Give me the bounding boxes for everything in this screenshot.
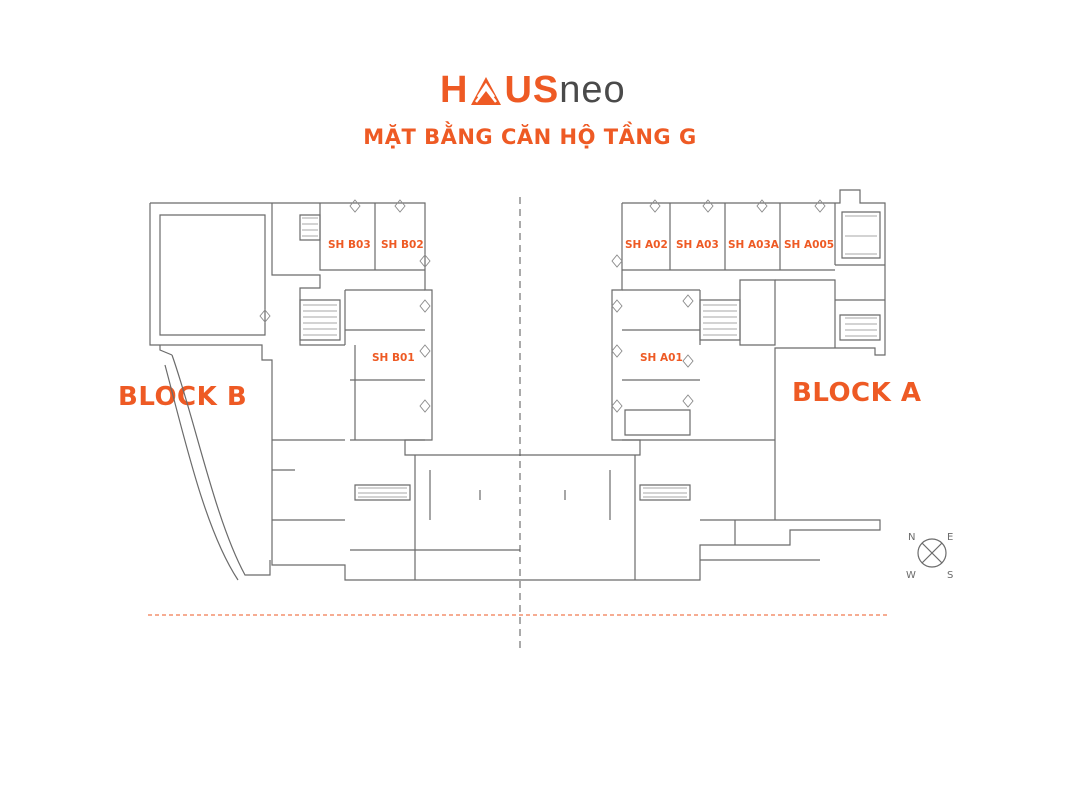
logo-letters-us: US [504, 69, 560, 111]
compass-south: S [947, 570, 953, 581]
unit-label-a03: SH A03 [676, 239, 719, 251]
logo-letter-h: H [440, 69, 469, 111]
compass-rose: N E W S [906, 532, 953, 581]
compass-east: E [947, 532, 953, 543]
plan-stair-hatching [302, 215, 877, 498]
plan-walls [149, 189, 886, 581]
compass-west: W [906, 570, 916, 581]
unit-label-a02: SH A02 [625, 239, 668, 251]
logo-house-icon [471, 77, 502, 105]
unit-label-b01: SH B01 [372, 352, 415, 364]
compass-circle-icon [917, 538, 947, 568]
unit-label-b03: SH B03 [328, 239, 371, 251]
unit-label-a03a: SH A03A [728, 239, 780, 251]
unit-label-b02: SH B02 [381, 239, 424, 251]
logo-letters-neo: neo [559, 69, 626, 111]
block-a-label: BLOCK A [792, 378, 922, 408]
unit-label-a01: SH A01 [640, 352, 683, 364]
unit-label-a005: SH A005 [784, 239, 834, 251]
unit-labels: SH B03 SH B02 SH B01 SH A02 SH A03 SH A0… [328, 239, 834, 364]
page-title: MẶT BẰNG CĂN HỘ TẦNG G [363, 125, 697, 149]
plan-window-fixtures [259, 199, 826, 413]
compass-north: N [908, 532, 915, 543]
plan-axis-lines [148, 197, 890, 650]
hausneo-logo: H US neo [440, 68, 626, 112]
